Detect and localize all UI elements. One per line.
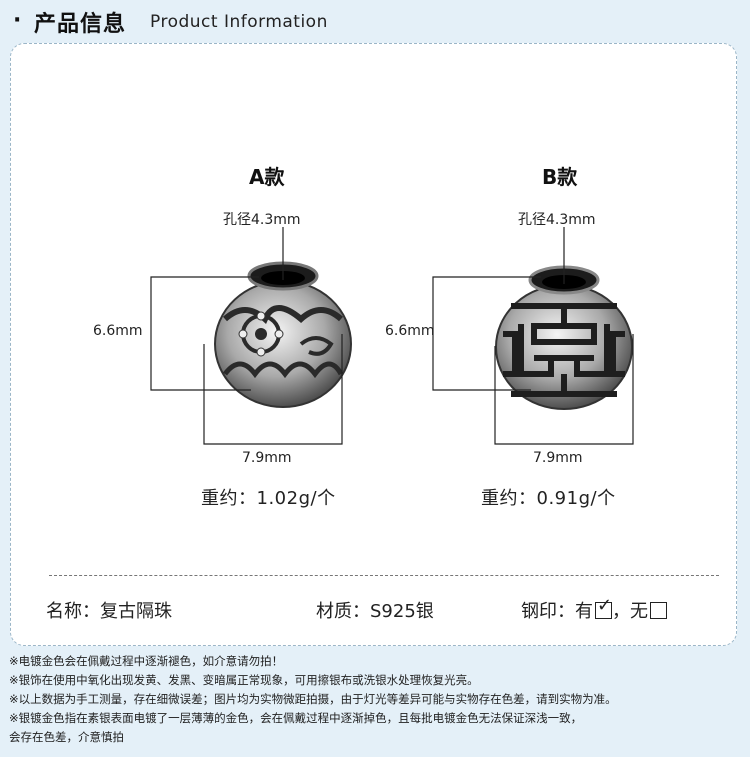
notes-list: ※电镀金色会在佩戴过程中逐渐褪色，如介意请勿拍！ ※银饰在使用中氧化出现发黄、发…: [9, 652, 744, 747]
stamp-no-checkbox: [650, 602, 667, 619]
stamp-label: 钢印：有: [521, 601, 593, 622]
product-info-card: A款 孔径4.3mm 6.6mm 7.9mm 重约：1.02g/个 B款 孔径4…: [10, 43, 737, 646]
variant-a-width: 7.9mm: [242, 450, 292, 466]
variant-b-weight: 重约：0.91g/个: [481, 488, 616, 509]
bead-b-dimension-lines: [432, 227, 634, 445]
variant-a-height: 6.6mm: [93, 323, 143, 339]
bead-diagram: [150, 227, 634, 445]
bead-a-dimension-lines: [150, 227, 343, 445]
variant-a-weight: 重约：1.02g/个: [201, 488, 336, 509]
header-bullet: ·: [13, 8, 22, 33]
section-subtitle: Product Information: [150, 12, 328, 32]
section-title: 产品信息: [34, 12, 127, 37]
stamp-yes-checkbox: ✓: [595, 597, 612, 619]
dashed-divider: [49, 575, 719, 576]
note-item: ※以上数据为手工测量，存在细微误差；图片均为实物微距拍摄，由于灯光等差异可能与实…: [9, 692, 617, 706]
bead-b-image: [495, 265, 633, 410]
variant-a-hole-size: 孔径4.3mm: [223, 212, 301, 228]
variant-a-label: A款: [249, 165, 285, 189]
variant-b-height: 6.6mm: [385, 323, 435, 339]
product-material: 材质：S925银: [316, 601, 434, 622]
note-item: 会存在色差，介意慎拍: [9, 730, 124, 744]
checkmark-icon: ✓: [597, 595, 613, 616]
stamp-options: 钢印：有✓，无: [521, 597, 667, 623]
product-name: 名称：复古隔珠: [46, 601, 172, 622]
section-header: · 产品信息 Product Information: [0, 0, 750, 44]
bead-a-image: [214, 261, 352, 408]
variant-b-hole-size: 孔径4.3mm: [518, 212, 596, 228]
note-item: ※银镀金色指在素银表面电镀了一层薄薄的金色，会在佩戴过程中逐渐掉色，且每批电镀金…: [9, 711, 583, 725]
note-item: ※银饰在使用中氧化出现发黄、发黑、变暗属正常现象，可用擦银布或洗银水处理恢复光亮…: [9, 673, 479, 687]
stamp-no-label: ，无: [612, 601, 648, 622]
note-item: ※电镀金色会在佩戴过程中逐渐褪色，如介意请勿拍！: [9, 654, 284, 668]
variant-b-label: B款: [542, 165, 578, 189]
variant-b-width: 7.9mm: [533, 450, 583, 466]
